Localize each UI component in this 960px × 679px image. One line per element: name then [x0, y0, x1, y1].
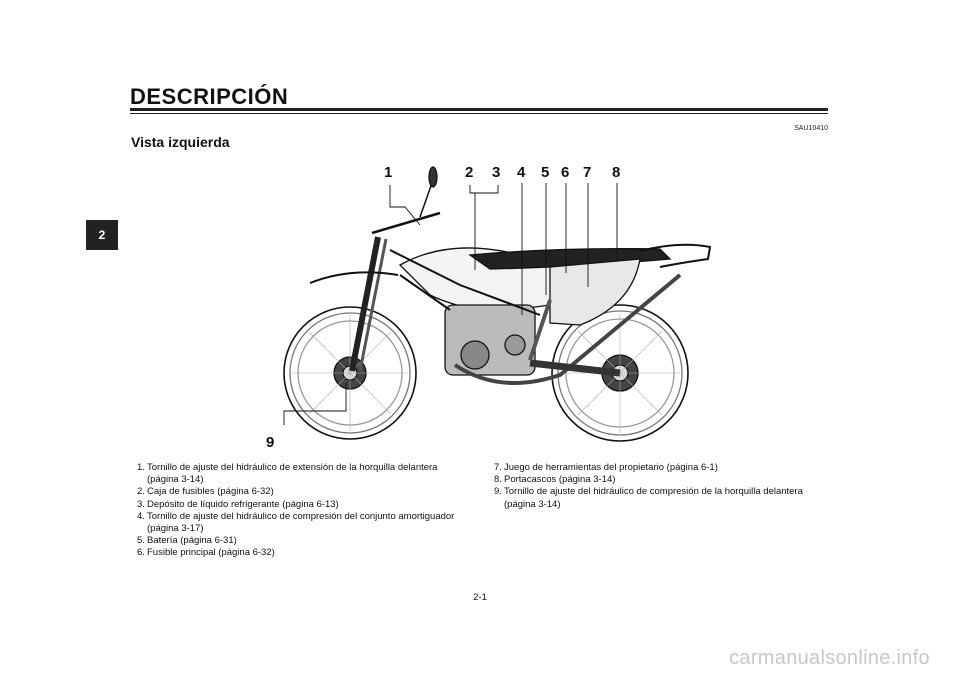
- legend-text: Fusible principal (página 6-32): [147, 547, 275, 559]
- legend-num: 4.: [137, 510, 145, 522]
- callout-5: 5: [541, 164, 549, 181]
- legend-text: Depósito de líquido refrigerante (página…: [147, 498, 339, 510]
- legend-right: 7.Juego de herramientas del propietario …: [494, 462, 824, 511]
- legend-text: Tornillo de ajuste del hidráulico de com…: [504, 486, 803, 510]
- legend-text: Caja de fusibles (página 6-32): [147, 486, 274, 498]
- legend-item: 3.Depósito de líquido refrigerante (pági…: [137, 499, 467, 511]
- legend-item: 6.Fusible principal (página 6-32): [137, 547, 467, 559]
- legend-text: Tornillo de ajuste del hidráulico de ext…: [147, 462, 438, 486]
- legend-num: 8.: [494, 474, 502, 486]
- legend-left: 1.Tornillo de ajuste del hidráulico de e…: [137, 462, 467, 560]
- watermark: carmanualsonline.info: [729, 647, 930, 669]
- callout-7: 7: [583, 164, 591, 181]
- legend-item: 5.Batería (página 6-31): [137, 535, 467, 547]
- legend-num: 1.: [137, 462, 145, 473]
- legend-num: 9.: [494, 486, 502, 498]
- legend-item: 7.Juego de herramientas del propietario …: [494, 462, 824, 474]
- callout-1: 1: [384, 164, 392, 181]
- legend-num: 3.: [137, 498, 145, 510]
- legend-num: 6.: [137, 547, 145, 559]
- legend-item: 2.Caja de fusibles (página 6-32): [137, 486, 467, 498]
- legend-text: Portacascos (página 3-14): [504, 474, 616, 486]
- callout-9: 9: [266, 434, 274, 451]
- legend-num: 2.: [137, 486, 145, 498]
- legend-item: 8.Portacascos (página 3-14): [494, 474, 824, 486]
- legend-text: Juego de herramientas del propietario (p…: [504, 462, 718, 473]
- callout-4: 4: [517, 164, 526, 181]
- legend-text: Batería (página 6-31): [147, 535, 237, 547]
- callout-3: 3: [492, 164, 500, 181]
- legend-num: 7.: [494, 462, 502, 473]
- title-rule: [130, 108, 828, 111]
- section-subtitle: Vista izquierda: [131, 134, 230, 150]
- legend-num: 5.: [137, 535, 145, 547]
- motorcycle-illustration: 1 2 3 4 5 6 7 8 9: [266, 164, 712, 451]
- legend-text: Tornillo de ajuste del hidráulico de com…: [147, 510, 455, 535]
- page-title: DESCRIPCIÓN: [130, 84, 289, 109]
- chapter-tab: 2: [86, 220, 118, 250]
- callout-6: 6: [561, 164, 569, 181]
- title-rule-thin: [130, 113, 828, 114]
- callout-2: 2: [465, 164, 473, 181]
- document-code: SAU10410: [794, 125, 828, 132]
- page-number: 2-1: [473, 592, 487, 603]
- callout-8: 8: [612, 164, 620, 181]
- legend-item: 1.Tornillo de ajuste del hidráulico de e…: [137, 462, 467, 486]
- legend-item: 9.Tornillo de ajuste del hidráulico de c…: [494, 486, 824, 510]
- legend-item: 4.Tornillo de ajuste del hidráulico de c…: [137, 511, 467, 535]
